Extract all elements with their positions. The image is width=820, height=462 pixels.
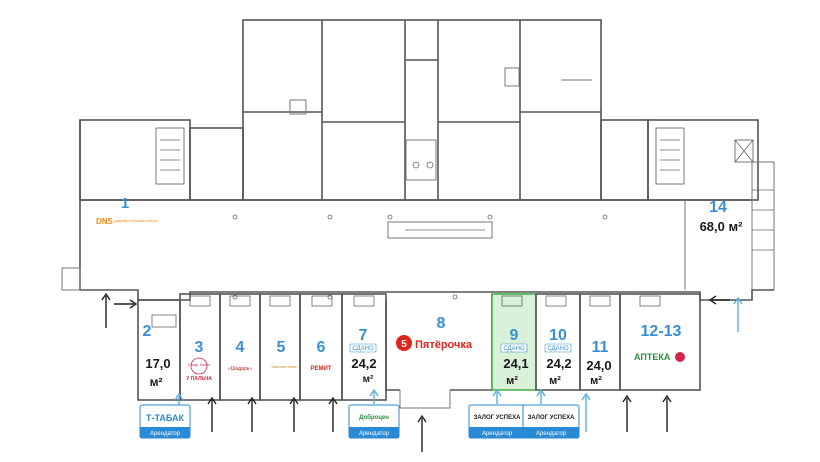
unit-area: 24,0	[586, 358, 611, 373]
unit-14[interactable]: 14 68,0 м²	[700, 199, 744, 234]
unit-area-unit: м²	[549, 375, 561, 387]
unit-6[interactable]: 6 РЕМИТ	[311, 339, 332, 372]
unit-area: 24,1	[503, 356, 528, 371]
unit-number: 10	[549, 327, 567, 344]
entrance-arrow-icon	[207, 396, 217, 432]
entrance-arrow-blue-icon	[733, 296, 743, 332]
shop-row	[137, 293, 701, 409]
tenant-sub: Арендатор	[536, 431, 567, 437]
entrance-arrow-icon	[101, 292, 111, 328]
svg-text:СДАНО: СДАНО	[352, 346, 374, 352]
entrance-arrow-blue-icon	[369, 388, 379, 404]
logo-subtitle: У ПАЛЬЧА	[186, 376, 212, 382]
shop-logo: Пятёрочка	[415, 339, 473, 351]
unit-area: 68,0 м²	[700, 219, 744, 234]
upper-wing	[242, 19, 602, 201]
tenant-name: Т-ТАБАК	[146, 413, 185, 423]
status-badge	[544, 343, 572, 353]
shop-logo: «Шадарь»	[228, 366, 252, 372]
entrance-arrow-icon	[417, 414, 427, 452]
unit-4[interactable]: 4 «Шадарь»	[228, 339, 252, 372]
unit-number: 12-13	[641, 323, 682, 340]
entrance-arrow-icon	[289, 396, 299, 432]
unit-10[interactable]: 10 СДАНО 24,2 м²	[544, 327, 572, 387]
bakery-logo-icon	[190, 357, 208, 375]
unit-area: 17,0	[145, 356, 170, 371]
unit-area-unit: м²	[363, 374, 374, 385]
unit-7[interactable]: 7 СДАНО 24,2 м²	[349, 327, 377, 385]
unit-9-rented-fill	[491, 293, 537, 391]
svg-text:СДАНО: СДАНО	[503, 346, 525, 352]
entrance-arrow-blue-icon	[492, 388, 502, 404]
tenant-name: ЗАЛОГ УСПЕХА	[474, 415, 521, 421]
unit-2[interactable]: 2 17,0 м²	[143, 323, 171, 389]
entrance-arrow-icon	[708, 295, 730, 305]
entrance-arrow-icon	[247, 396, 257, 432]
shop-logo: РЕМИТ	[311, 366, 332, 372]
unit-12-13[interactable]: 12-13 АПТЕКА	[634, 323, 685, 362]
tenant-sub: Арендатор	[150, 431, 181, 437]
shop-logo: Золотая Хата	[271, 364, 297, 369]
unit-number: 4	[236, 339, 245, 356]
entrance-arrow-blue-icon	[536, 388, 546, 404]
unit-8[interactable]: 8 5 Пятёрочка	[396, 315, 473, 351]
pyaterochka-logo-icon	[396, 335, 412, 351]
apteka-logo: АПТЕКА	[634, 352, 671, 362]
dns-logo-icon: DNS	[96, 217, 114, 226]
unit-11[interactable]: 11 24,0 м²	[586, 339, 611, 387]
unit-number: 11	[592, 339, 609, 356]
tenant-sub: Арендатор	[482, 431, 513, 437]
unit-number: 7	[359, 327, 368, 344]
unit-area: 24,2	[546, 356, 571, 371]
entrance-arrow-icon	[328, 396, 338, 432]
unit-number: 1	[121, 195, 129, 212]
entrance-arrow-icon	[622, 394, 632, 432]
tenant-tag-3[interactable]: ЗАЛОГ УСПЕХА Арендатор	[468, 404, 526, 439]
status-badge	[500, 343, 528, 353]
tenant-tag-4[interactable]: ЗАЛОГ УСПЕХА Арендатор	[522, 404, 580, 439]
main-hall	[61, 120, 774, 301]
unit-number: 2	[143, 323, 152, 340]
tenant-name: Доброцен	[359, 414, 389, 421]
entrance-arrow-blue-icon	[581, 392, 591, 432]
unit-5[interactable]: 5 Золотая Хата	[271, 339, 297, 369]
unit-9[interactable]: 9 СДАНО 24,1 м²	[500, 327, 529, 387]
unit-area-unit: м²	[506, 375, 518, 387]
unit-area: 24,2	[351, 356, 376, 371]
status-badge	[349, 343, 377, 353]
tenant-tag-2[interactable]: Доброцен Арендатор	[348, 404, 400, 439]
unit-3[interactable]: 3 Сахар. Ленин У ПАЛЬЧА	[186, 339, 212, 382]
unit-number: 3	[195, 339, 204, 356]
unit-number: 6	[317, 339, 326, 356]
logo-subtitle: цифровая и бытовая техника	[114, 219, 158, 223]
entrance-arrow-icon	[114, 299, 138, 309]
unit-area-unit: м²	[590, 375, 602, 387]
svg-text:5: 5	[401, 339, 407, 350]
tenant-tag-1[interactable]: Т-ТАБАК Арендатор	[139, 404, 191, 439]
unit-1[interactable]: 1 DNS цифровая и бытовая техника	[96, 195, 158, 226]
unit-number: 5	[277, 339, 286, 356]
tenant-name: ЗАЛОГ УСПЕХА	[528, 415, 575, 421]
unit-number: 9	[510, 327, 519, 344]
tenant-sub: Арендатор	[359, 431, 390, 437]
apteka-logo-icon	[675, 352, 685, 362]
unit-number: 14	[709, 199, 727, 216]
svg-text:Сахар. Ленин: Сахар. Ленин	[188, 363, 210, 367]
unit-area-unit: м²	[150, 375, 163, 389]
entrance-arrow-icon	[662, 394, 672, 432]
svg-text:СДАНО: СДАНО	[547, 346, 569, 352]
side-wings	[79, 119, 775, 291]
unit-number: 8	[437, 315, 446, 332]
